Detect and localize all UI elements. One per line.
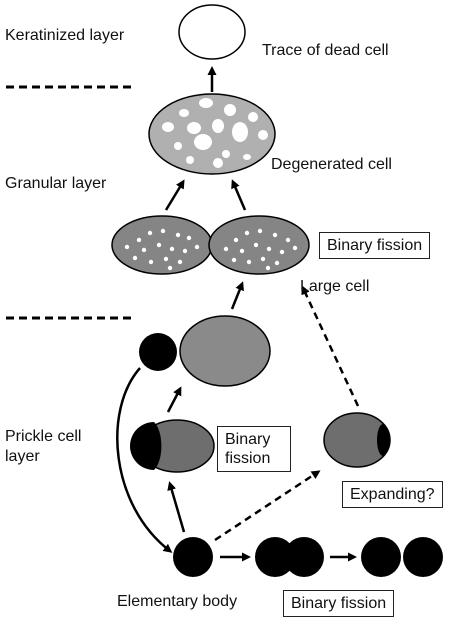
large-cell-label: Large cell: [300, 278, 370, 295]
degenerated-cell-label: Degenerated cell: [271, 156, 392, 173]
elementary-body-dividing: [255, 537, 324, 577]
dead-cell-trace: [178, 4, 246, 60]
prickle-cell-dividing: [130, 419, 215, 473]
binary-fission-granular-box: Binary fission: [319, 232, 431, 259]
keratinized-layer-label: Keratinized layer: [5, 27, 125, 44]
arrow-elementary-to-expanding: [214, 470, 321, 542]
arrow-expanding-to-large: [301, 285, 360, 407]
released-elementary-body: [139, 333, 177, 371]
arrow-large-right-to-degenerated: [231, 179, 247, 211]
arrow-large-left-to-degenerated: [164, 179, 185, 211]
degenerated-cell: [148, 93, 276, 175]
binary-fission-prickle-box: Binary fission: [217, 426, 291, 472]
arrow-release-to-elementary: [116, 367, 173, 553]
prickle-cell-grown: [179, 315, 271, 387]
elementary-body: [173, 537, 213, 577]
expanding-box: Expanding?: [342, 481, 443, 508]
expanding-cell: [323, 412, 391, 468]
arrow-prickle-to-large: [230, 281, 244, 310]
granular-layer-label: Granular layer: [5, 175, 107, 192]
binary-fission-prickle-line1: Binary: [225, 431, 271, 448]
arrow-elementary-to-dividing: [167, 481, 186, 533]
elementary-body-label: Elementary body: [117, 593, 238, 610]
prickle-cell-layer-label-line2: layer: [5, 448, 40, 465]
dead-cell-label: Trace of dead cell: [262, 42, 389, 59]
large-cell-pair: [111, 215, 310, 275]
binary-fission-prickle-line2: fission: [225, 450, 271, 467]
binary-fission-elementary-box: Binary fission: [283, 590, 395, 617]
arrow-dividing-to-grown: [166, 386, 182, 413]
prickle-cell-layer-label-line1: Prickle cell: [5, 428, 82, 445]
elementary-body-divided: [361, 537, 443, 577]
